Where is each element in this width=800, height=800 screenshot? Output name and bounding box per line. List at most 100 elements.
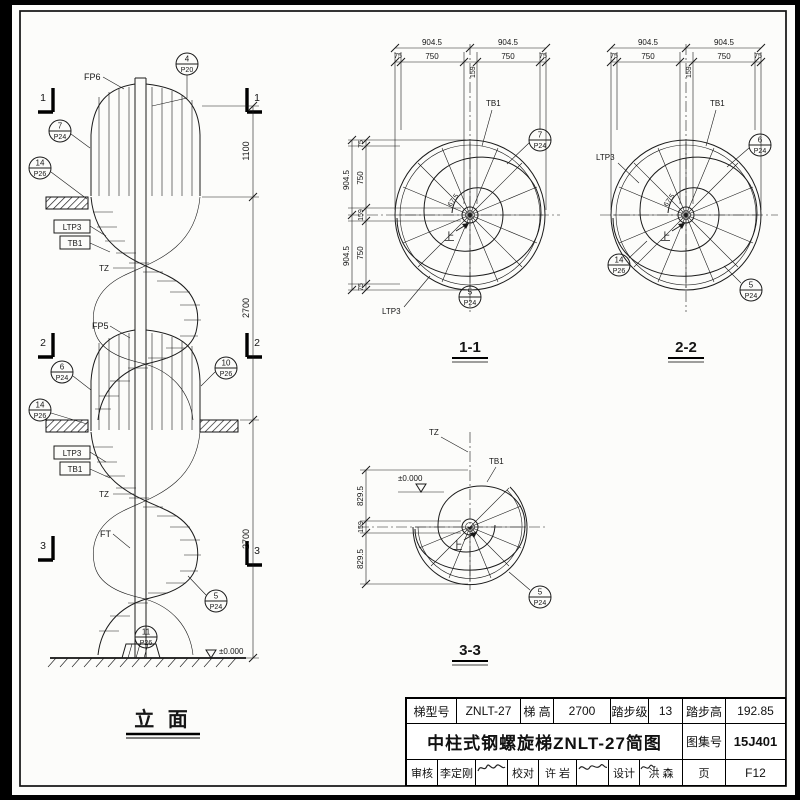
plan11-left-dimensions: 904.5 904.5 75 750 159 750 75 [342, 135, 466, 295]
svg-text:829.5: 829.5 [356, 548, 365, 569]
svg-text:P24: P24 [210, 604, 223, 611]
svg-text:75: 75 [358, 283, 365, 291]
section-marker-2-right: 2 [254, 337, 260, 349]
drawing-title: 中柱式钢螺旋梯ZNLT-27简图 [407, 724, 683, 760]
plan33-left-dimensions: 829.5 159 829.5 [356, 465, 468, 589]
page-number: F12 [726, 760, 786, 786]
riser-label: 踏步高 [683, 699, 726, 724]
proofreader-label: 校对 [508, 760, 539, 786]
svg-text:904.5: 904.5 [714, 38, 735, 47]
designer-name-cell: 洪 森 [640, 760, 683, 786]
svg-text:P24: P24 [754, 148, 767, 155]
page-label: 页 [683, 760, 726, 786]
level-mark-elevation: ±0.000 [205, 647, 244, 659]
paper-sheet [12, 5, 795, 795]
svg-text:750: 750 [356, 246, 365, 260]
proofreader-signature [577, 760, 609, 786]
plan11-top-dimensions: 904.5 904.5 75 750 159 750 75 [390, 38, 551, 210]
svg-text:P20: P20 [181, 67, 194, 74]
floor-slab-lower-left [45, 419, 89, 433]
svg-text:P24: P24 [534, 143, 547, 150]
svg-text:159: 159 [686, 66, 693, 78]
elevation-dimensions: 1100 2700 2700 [202, 101, 259, 663]
designer-label: 设计 [609, 760, 640, 786]
plan11-treads [397, 142, 543, 288]
proofreader-name: 许 岩 [539, 760, 577, 786]
dim-rail-height: 1100 [241, 141, 251, 160]
plan22-outer-circle [610, 139, 762, 291]
svg-text:P26: P26 [613, 268, 626, 275]
svg-text:P26: P26 [34, 171, 47, 178]
elevation-view: ±0.000 1 1 2 2 3 3 FP6 LTP3 TB1 TZ FP5 L… [28, 52, 262, 739]
section-marker-1-left: 1 [40, 92, 46, 104]
plan11-up-label: 上 [444, 231, 455, 243]
plan33-label-tz: TZ [429, 428, 439, 437]
lower-flight [90, 431, 201, 656]
atlas-number: 15J401 [726, 724, 786, 760]
svg-text:P24: P24 [54, 134, 67, 141]
label-tz-lower: TZ [99, 490, 109, 499]
plan22-title: 2-2 [675, 339, 697, 356]
column-footing [121, 643, 161, 659]
model-value: ZNLT-27 [457, 699, 521, 724]
elevation-title: 立 面 [134, 707, 192, 731]
plan22-treads [613, 142, 759, 288]
designer-name: 洪 森 [648, 767, 674, 780]
svg-text:P24: P24 [56, 375, 69, 382]
svg-text:P24: P24 [745, 293, 758, 300]
svg-text:750: 750 [717, 52, 731, 61]
plan11-title: 1-1 [459, 339, 481, 356]
plan11-label-tb1: TB1 [486, 99, 501, 108]
plan22-label-tb1: TB1 [710, 99, 725, 108]
svg-text:P26: P26 [140, 640, 153, 647]
svg-text:5: 5 [749, 281, 754, 290]
stair-height-label: 梯 高 [521, 699, 554, 724]
section-marker-3-right: 3 [254, 545, 260, 557]
plan11-spiral [396, 156, 542, 277]
svg-text:159: 159 [358, 521, 365, 533]
plan33-outer-arc [412, 486, 528, 586]
stair-height-value: 2700 [554, 699, 611, 724]
signature-scribble [578, 763, 607, 770]
plan-view-2-2: 904.5 904.5 75 750 159 750 75 TB1 LTP3 6… [596, 38, 778, 363]
plan33-level-value: ±0.000 [398, 474, 423, 483]
svg-text:904.5: 904.5 [638, 38, 659, 47]
svg-text:904.5: 904.5 [498, 38, 519, 47]
dim-upper-story: 2700 [241, 298, 251, 318]
plan22-label-ltp3: LTP3 [596, 153, 615, 162]
svg-text:750: 750 [425, 52, 439, 61]
svg-text:75: 75 [610, 53, 618, 60]
label-ft: FT [100, 529, 111, 539]
plan22-angle-note: 67.5 [663, 193, 677, 208]
level-value: ±0.000 [219, 647, 244, 656]
plan-view-1-1: 904.5 904.5 75 750 159 750 75 904.5 904.… [342, 38, 560, 363]
label-ltp3-upper: LTP3 [63, 223, 82, 232]
plan33-title: 3-3 [459, 642, 481, 659]
plan33-spiral [414, 485, 526, 571]
section-marker-2-left: 2 [40, 337, 46, 349]
signature-scribble [640, 764, 656, 770]
svg-text:5: 5 [538, 588, 543, 597]
svg-text:75: 75 [394, 53, 402, 60]
label-tb1-lower: TB1 [68, 465, 83, 474]
svg-text:14: 14 [36, 159, 45, 168]
floor-slab-upper-left [45, 196, 89, 210]
svg-text:P26: P26 [34, 413, 47, 420]
svg-text:5: 5 [214, 592, 219, 601]
svg-text:4: 4 [185, 55, 190, 64]
svg-text:159: 159 [470, 66, 477, 78]
